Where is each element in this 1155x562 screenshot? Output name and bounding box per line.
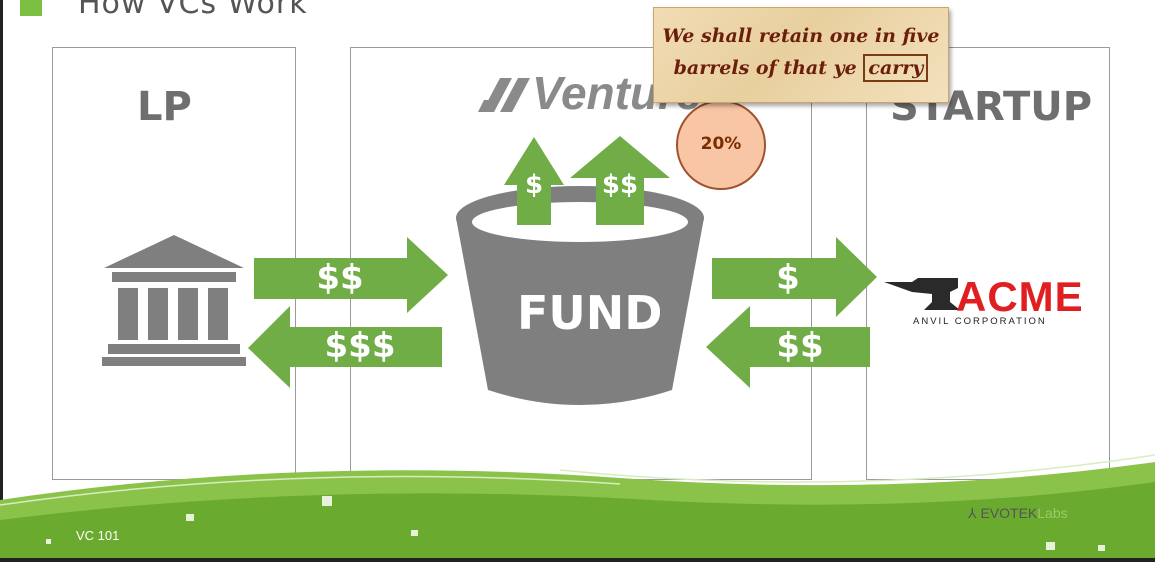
carry-quote-scroll: We shall retain one in five barrels of t… [653, 7, 949, 103]
footer-course-label: VC 101 [76, 528, 120, 543]
quote-line-1: We shall retain one in five [662, 25, 940, 47]
label-fund-to-lp: $$$ [324, 326, 396, 366]
label-fund-to-startup: $ [776, 258, 800, 298]
slide-border-left [0, 0, 3, 562]
arrow-startup-to-fund [706, 306, 870, 388]
arrow-fund-to-lp [248, 306, 442, 388]
evotek-logo: ⅄ EVOTEKLabs [968, 505, 1068, 522]
evotek-name: EVOTEK [980, 505, 1038, 521]
arrow-up-small [504, 137, 564, 225]
label-startup-to-fund: $$ [776, 326, 824, 366]
evotek-labs: Labs [1037, 505, 1068, 521]
acme-subtitle: ANVIL CORPORATION [913, 316, 1047, 327]
bank-icon [102, 235, 246, 366]
slide-border-bottom [0, 558, 1155, 562]
fund-label: FUND [517, 286, 663, 340]
lp-title: LP [137, 84, 192, 130]
footer-swoosh [0, 454, 1155, 562]
acme-logo: ACME [956, 273, 1084, 320]
label-up-large: $$ [601, 170, 639, 200]
arrow-fund-to-startup [712, 237, 877, 317]
acme-logo-text: ACME [956, 273, 1084, 320]
evotek-mark-icon: ⅄ [968, 505, 981, 521]
title-accent-bar [20, 0, 42, 16]
arrow-lp-to-fund [254, 237, 448, 313]
acme-anvil-icon [884, 278, 960, 310]
quote-carry-highlight: carry [863, 54, 929, 82]
arrow-up-large [570, 136, 670, 225]
quote-line-2: barrels of that ye carry [654, 52, 948, 84]
slide-title: How VCs Work [78, 0, 308, 21]
startup-panel [866, 47, 1110, 480]
carry-percent: 20% [700, 134, 742, 154]
quote-line-2-prefix: barrels of that ye [673, 57, 857, 79]
label-up-small: $ [524, 170, 544, 200]
label-lp-to-fund: $$ [316, 258, 364, 298]
